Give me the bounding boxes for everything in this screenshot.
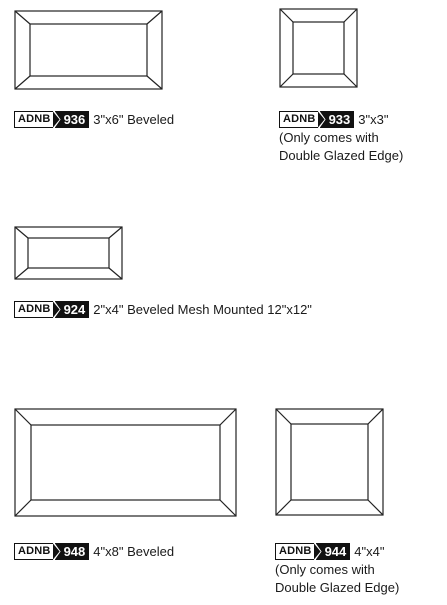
tile-944-image	[275, 408, 384, 516]
tile-933-image	[279, 8, 358, 88]
item-code: 944	[315, 543, 351, 560]
badge-arrow	[52, 301, 60, 318]
item-description: 3"x6" Beveled	[93, 112, 175, 127]
item-code: 924	[54, 301, 90, 318]
series-label: ADNB	[14, 301, 53, 318]
item-note: Double Glazed Edge)	[279, 148, 404, 163]
item-924-label: ADNB 924 2"x4" Beveled Mesh Mounted 12"x…	[14, 301, 312, 318]
badge-arrow	[52, 111, 60, 128]
item-code: 936	[54, 111, 90, 128]
series-label: ADNB	[275, 543, 314, 560]
item-933-note-1: (Only comes with	[279, 129, 379, 146]
item-note: Double Glazed Edge)	[275, 580, 400, 595]
item-description: 2"x4" Beveled Mesh Mounted 12"x12"	[93, 302, 312, 317]
tile-924-image	[14, 226, 123, 280]
tile-936-image	[14, 10, 163, 90]
item-944-note-1: (Only comes with	[275, 561, 375, 578]
item-933-note-2: Double Glazed Edge)	[279, 147, 403, 164]
tile-948-image	[14, 408, 237, 517]
item-description: 3"x3"	[358, 112, 389, 127]
item-936-badge: ADNB 936	[14, 111, 90, 128]
item-description: 4"x8" Beveled	[93, 544, 175, 559]
series-label: ADNB	[14, 543, 53, 560]
item-note: (Only comes with	[279, 130, 379, 145]
item-924-badge: ADNB 924	[14, 301, 90, 318]
item-948-label: ADNB 948 4"x8" Beveled	[14, 543, 174, 560]
item-944-badge: ADNB 944	[275, 543, 351, 560]
item-944-note-2: Double Glazed Edge)	[275, 579, 399, 596]
series-label: ADNB	[14, 111, 53, 128]
badge-arrow	[52, 543, 60, 560]
item-936-label: ADNB 936 3"x6" Beveled	[14, 111, 174, 128]
series-label: ADNB	[279, 111, 318, 128]
badge-arrow	[317, 111, 325, 128]
item-944-label: ADNB 944 4"x4"	[275, 543, 384, 560]
item-948-badge: ADNB 948	[14, 543, 90, 560]
item-code: 948	[54, 543, 90, 560]
item-code: 933	[319, 111, 355, 128]
item-933-badge: ADNB 933	[279, 111, 355, 128]
item-note: (Only comes with	[275, 562, 375, 577]
item-933-label: ADNB 933 3"x3"	[279, 111, 388, 128]
item-description: 4"x4"	[354, 544, 385, 559]
badge-arrow	[313, 543, 321, 560]
